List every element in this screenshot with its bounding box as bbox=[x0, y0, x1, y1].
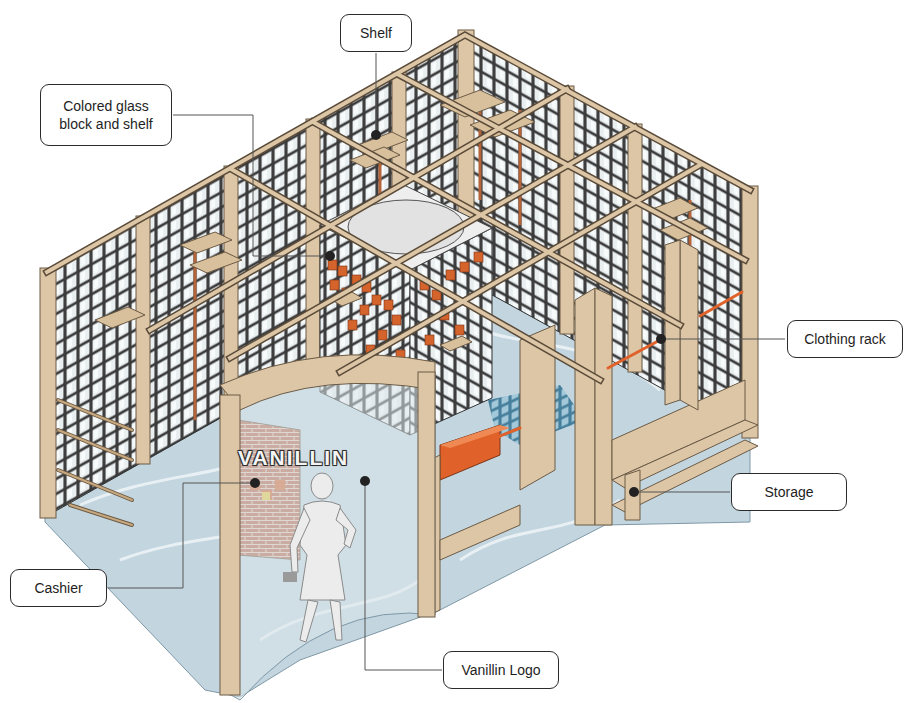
logo-text: VANILLIN bbox=[238, 446, 349, 470]
callout-text: Storage bbox=[764, 483, 813, 501]
callout-box: Shelf bbox=[340, 14, 412, 52]
callout-text: Cashier bbox=[34, 579, 82, 597]
callout-box: Cashier bbox=[10, 569, 107, 607]
callout-box: Clothing rack bbox=[787, 320, 903, 358]
callout-box: Colored glass block and shelf bbox=[40, 84, 172, 146]
callout-text: Shelf bbox=[360, 24, 392, 42]
leader-lines bbox=[108, 53, 785, 670]
leader-dots bbox=[250, 130, 666, 497]
callout-box: Storage bbox=[731, 473, 847, 511]
callout-text: Clothing rack bbox=[804, 330, 886, 348]
callout-box: Vanillin Logo bbox=[443, 651, 559, 689]
callout-text: Vanillin Logo bbox=[461, 661, 540, 679]
callout-text: Colored glass block and shelf bbox=[51, 97, 161, 133]
